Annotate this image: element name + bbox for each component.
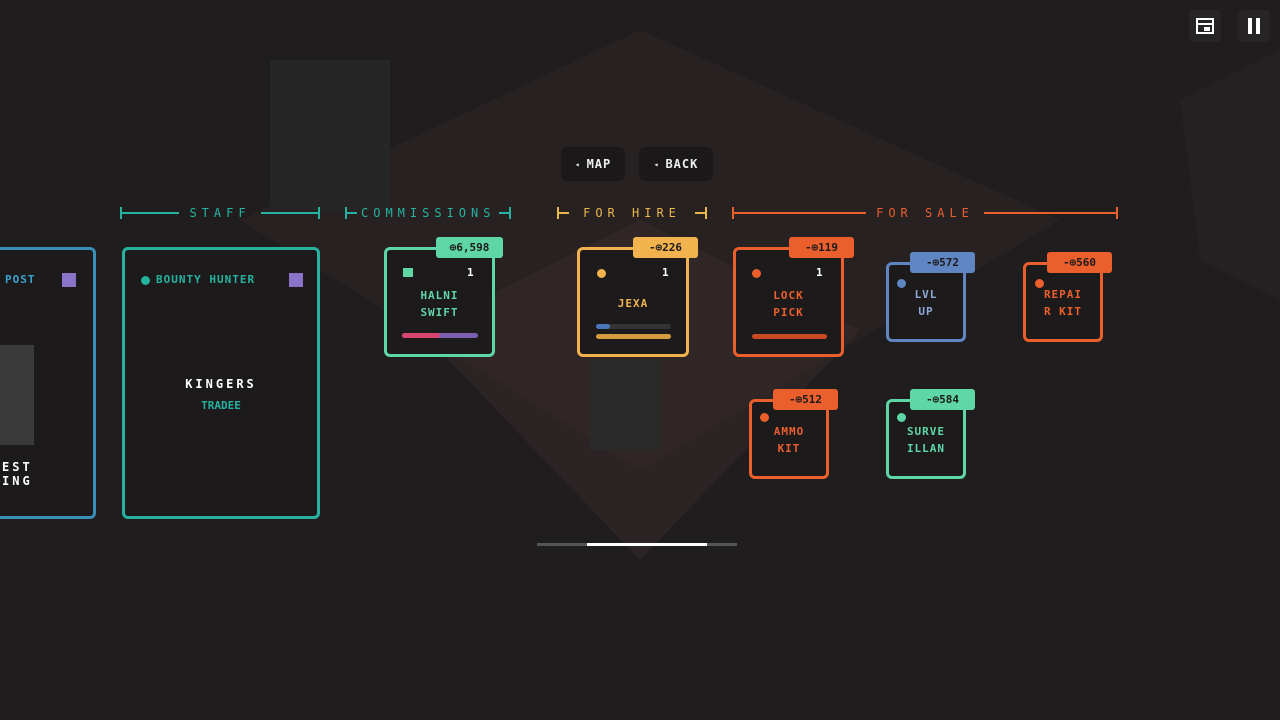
name-line: AMMO [773,425,805,438]
mercenary-icon [597,269,606,278]
hire-card-jexa[interactable]: 1 JEXA [577,247,689,357]
window-layout-button[interactable] [1189,10,1221,42]
price-tag: -⊕119 [789,237,854,258]
level-up-icon [897,279,906,288]
staff-card-bounty-hunter[interactable]: BOUNTY HUNTER KINGERS TRADEE [122,247,320,519]
sale-card-ammo-kit[interactable]: AMMO KIT [749,399,829,479]
card-title: BOUNTY HUNTER [156,273,256,286]
price-tag: -⊕226 [633,237,698,258]
repair-kit-icon [1035,279,1044,288]
section-header-staff: STAFF [120,205,320,221]
count: 1 [467,266,474,279]
pause-button[interactable] [1238,10,1270,42]
bounty-hunter-icon [141,276,150,285]
shield-badge-icon [289,273,303,287]
hire-name: JEXA [617,297,649,310]
name-line: LOCK [773,289,804,302]
sale-card-repair-kit[interactable]: REPAI R KIT [1023,262,1103,342]
name-line: LVL [914,288,938,301]
commission-progress-bar [402,333,478,338]
name-line: SWIFT [420,306,459,319]
staff-card-trading-post[interactable]: POST EST ING [0,247,96,519]
building-icon [403,268,413,277]
count: 1 [662,266,669,279]
name-line: PICK [773,306,804,319]
lock-pick-icon [752,269,761,278]
card-name-line: EST [2,460,33,474]
name-line: HALNI [420,289,459,302]
window-layout-icon [1196,18,1214,34]
card-title: POST [5,273,36,286]
name-line: SURVE [906,425,946,438]
shield-badge-icon [62,273,76,287]
sale-card-lock-pick[interactable]: 1 LOCK PICK [733,247,844,357]
name-line: KIT [777,442,801,455]
card-name-line: ING [2,474,33,488]
price-tag: -⊕560 [1047,252,1112,273]
building-image [0,345,34,445]
back-button[interactable]: ◂ BACK [639,147,713,181]
section-header-for-hire: FOR HIRE [557,205,707,221]
map-button[interactable]: ◂ MAP [561,147,625,181]
price-tag: -⊕572 [910,252,975,273]
name-line: REPAI [1043,288,1083,301]
name-line: ILLAN [906,442,946,455]
map-label: MAP [586,157,612,171]
plus-icon [897,413,906,422]
durability-bar [752,334,827,339]
count: 1 [816,266,823,279]
ammo-kit-icon [760,413,769,422]
name-line: UP [918,305,934,318]
horizontal-scrollbar[interactable] [537,543,737,546]
scrollbar-thumb[interactable] [587,543,707,546]
price-tag: -⊕512 [773,389,838,410]
health-bar [596,334,671,339]
staff-role: TRADEE [201,399,241,412]
sale-card-surveillance[interactable]: SURVE ILLAN [886,399,966,479]
arrow-left-icon: ◂ [574,159,581,169]
name-line: R KIT [1043,305,1083,318]
commission-card-halni-swift[interactable]: 1 HALNI SWIFT [384,247,495,357]
section-header-commissions: COMMISSIONS [345,205,532,221]
back-label: BACK [665,157,699,171]
arrow-left-icon: ◂ [653,159,660,169]
pause-icon [1248,18,1260,34]
price-tag: -⊕584 [910,389,975,410]
price-tag: ⊕6,598 [436,237,503,258]
staff-name: KINGERS [185,377,257,391]
section-header-for-sale: FOR SALE [732,205,1119,221]
sale-card-lvl-up[interactable]: LVL UP [886,262,966,342]
xp-bar [596,324,671,329]
